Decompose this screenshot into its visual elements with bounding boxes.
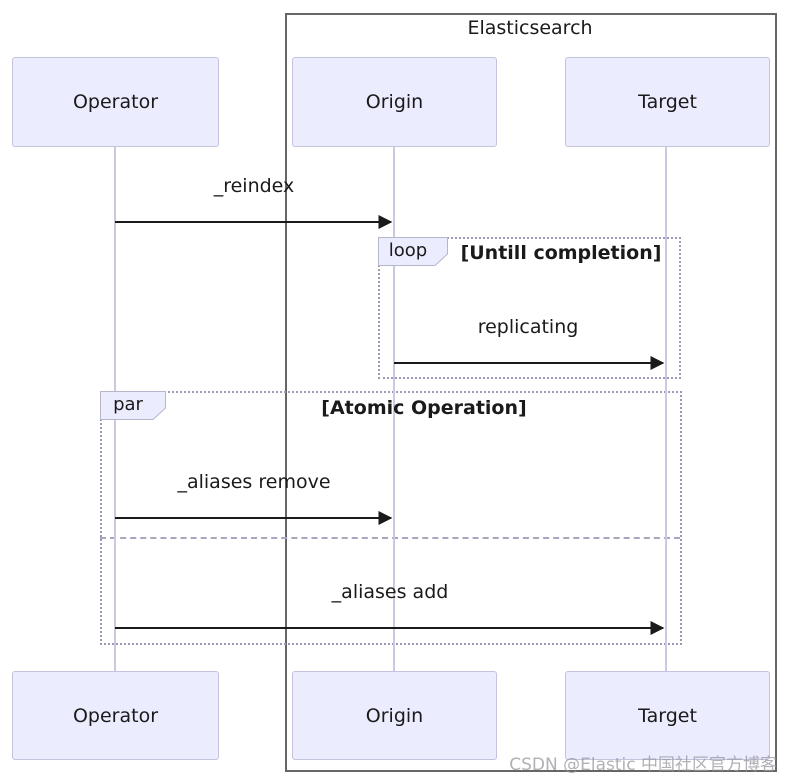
actor-bottom-target: Target (565, 671, 770, 760)
boundary-title: Elasticsearch (467, 17, 593, 39)
message-label-aliases-add: _aliases add (331, 581, 449, 603)
actor-top-operator-label: Operator (72, 91, 159, 113)
par-condition-label: [Atomic Operation] (321, 397, 527, 419)
loop-tab-shape (378, 237, 448, 266)
actor-top-target: Target (565, 57, 770, 147)
actor-bottom-origin-label: Origin (365, 704, 424, 727)
message-label-reindex: _reindex (213, 175, 295, 197)
loop-tab: loop (378, 237, 448, 266)
par-tab: par (100, 391, 166, 420)
actor-top-operator: Operator (12, 57, 219, 147)
actor-bottom-operator: Operator (12, 671, 219, 760)
actor-top-origin: Origin (292, 57, 497, 147)
actor-top-origin-label: Origin (365, 91, 424, 113)
message-label-replicating: replicating (477, 316, 579, 338)
actor-bottom-operator-label: Operator (72, 704, 159, 727)
loop-block (378, 237, 681, 379)
csdn-watermark: CSDN @Elastic 中国社区官方博客 (509, 755, 777, 775)
loop-condition-label: [Untill completion] (460, 242, 662, 264)
actor-bottom-origin: Origin (292, 671, 497, 760)
actor-bottom-target-label: Target (638, 704, 697, 727)
message-label-aliases-remove: _aliases remove (177, 471, 331, 493)
par-divider (100, 537, 680, 539)
actor-top-target-label: Target (638, 91, 697, 113)
par-block (100, 391, 682, 645)
loop-tab-label: loop (388, 240, 428, 261)
par-tab-label: par (113, 394, 143, 415)
par-tab-shape (100, 391, 166, 420)
